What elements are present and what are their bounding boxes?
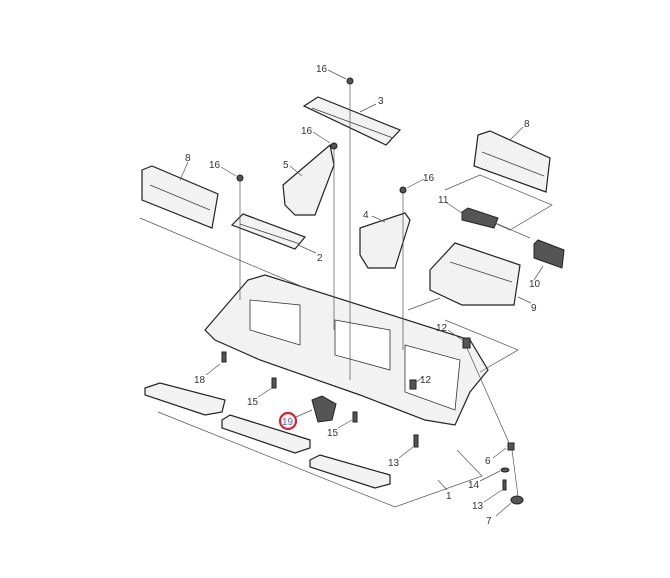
part-5-bracket[interactable] xyxy=(282,143,335,216)
callout-4[interactable]: 4 xyxy=(363,210,369,221)
callout-labels: 16 3 16 8 16 5 8 16 11 4 2 10 9 12 18 12… xyxy=(185,64,541,527)
part-19-bracket[interactable] xyxy=(311,395,337,423)
callout-5[interactable]: 5 xyxy=(283,160,289,171)
leader-lines xyxy=(179,69,544,517)
callout-15[interactable]: 15 xyxy=(247,397,259,408)
callout-6[interactable]: 6 xyxy=(485,456,491,467)
callout-19[interactable]: 19 xyxy=(282,417,294,428)
callout-16[interactable]: 16 xyxy=(423,173,435,184)
visor-left[interactable] xyxy=(144,382,226,416)
callout-16[interactable]: 16 xyxy=(316,64,328,75)
callout-8[interactable]: 8 xyxy=(185,153,191,164)
callout-15[interactable]: 15 xyxy=(327,428,339,439)
part-4-bracket[interactable] xyxy=(359,212,411,269)
grouping-lines xyxy=(139,174,553,508)
part-8-right-vent[interactable] xyxy=(473,130,551,193)
visor-center[interactable] xyxy=(221,414,311,454)
callout-12[interactable]: 12 xyxy=(436,323,448,334)
part-8-left-vent[interactable] xyxy=(141,165,219,229)
callout-19-highlight[interactable] xyxy=(278,411,298,431)
callout-16[interactable]: 16 xyxy=(301,126,313,137)
part-11-clip[interactable] xyxy=(461,207,499,229)
callout-13[interactable]: 13 xyxy=(388,458,400,469)
part-10-grille[interactable] xyxy=(533,239,565,269)
part-9-module[interactable] xyxy=(429,242,521,306)
callout-2[interactable]: 2 xyxy=(317,253,323,264)
part-3-strip[interactable] xyxy=(302,96,402,146)
callout-8[interactable]: 8 xyxy=(524,119,530,130)
callout-10[interactable]: 10 xyxy=(529,279,541,290)
visor-right[interactable] xyxy=(309,454,391,489)
callout-13[interactable]: 13 xyxy=(472,501,484,512)
fasteners xyxy=(221,77,524,505)
part-2-strip[interactable] xyxy=(230,213,307,250)
callout-12[interactable]: 12 xyxy=(420,375,432,386)
callout-14[interactable]: 14 xyxy=(468,480,480,491)
callout-18[interactable]: 18 xyxy=(194,375,206,386)
callout-11[interactable]: 11 xyxy=(438,195,449,206)
callout-3[interactable]: 3 xyxy=(378,96,384,107)
callout-16[interactable]: 16 xyxy=(209,160,221,171)
callout-9[interactable]: 9 xyxy=(531,303,537,314)
callout-1[interactable]: 1 xyxy=(446,491,452,502)
callout-7[interactable]: 7 xyxy=(486,516,492,527)
